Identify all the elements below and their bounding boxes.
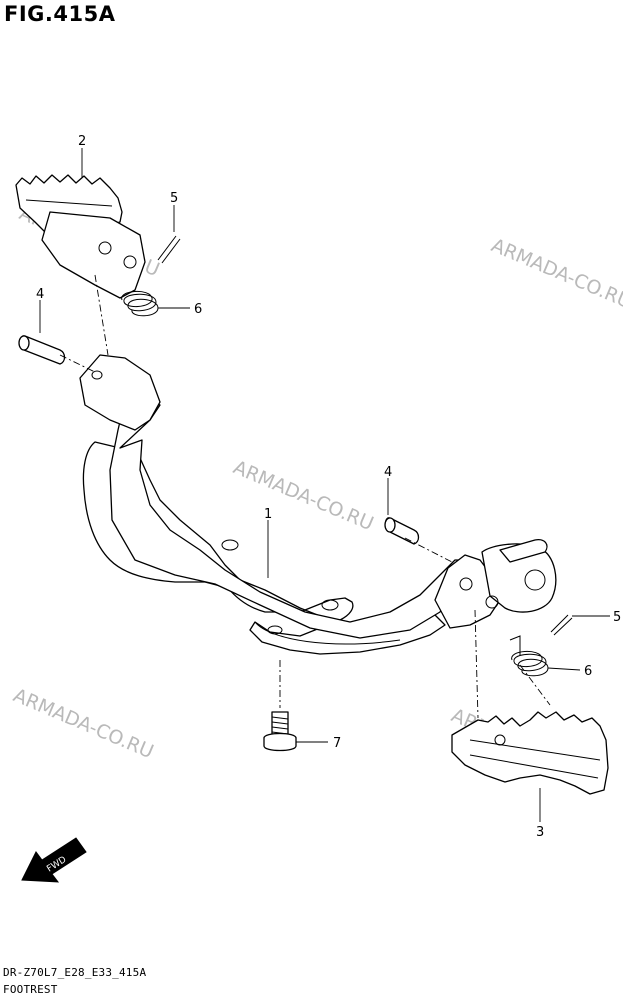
right-footpeg-part-3 (451, 711, 609, 795)
left-footpeg-part-2 (15, 174, 146, 299)
watermark-text: ARMADA-CO.RU (230, 456, 377, 535)
cotter-pin-part-5 (157, 235, 573, 636)
callout-4: 4 (384, 465, 392, 480)
callout-2: 2 (78, 134, 86, 149)
diagram-code: DR-Z70L7_E28_E33_415A (3, 966, 147, 979)
diagram-name: FOOTREST (3, 983, 58, 996)
assembly-lines (59, 274, 551, 719)
callout-5: 5 (170, 191, 178, 206)
callout-leaders (39, 148, 610, 822)
callout-1: 1 (264, 507, 272, 522)
callout-numbers: 2 5 4 6 4 1 5 6 7 3 (36, 134, 621, 840)
watermark-text: ARMADA-CO.RU (488, 234, 623, 313)
footrest-bracket-part-1 (79, 354, 557, 655)
callout-5: 5 (613, 610, 621, 625)
pin-part-4 (18, 335, 420, 545)
fwd-arrow-icon: FWD (21, 837, 87, 883)
callout-3: 3 (536, 825, 544, 840)
callout-6: 6 (194, 302, 202, 317)
figure-title: FIG.415A (4, 2, 116, 26)
callout-6: 6 (584, 664, 592, 679)
callout-4: 4 (36, 287, 44, 302)
bolt-part-7 (263, 711, 297, 752)
callout-7: 7 (333, 736, 341, 751)
watermark-text: ARMADA-CO.RU (10, 684, 157, 763)
